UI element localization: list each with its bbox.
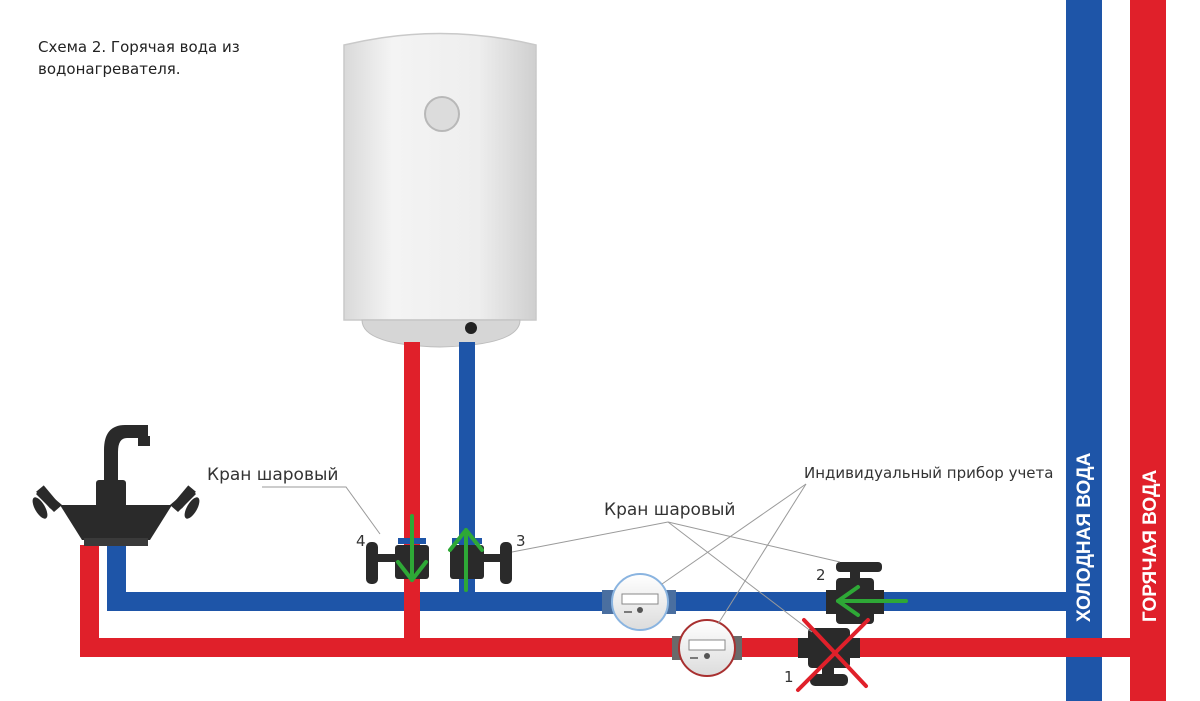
cold-water-label: ХОЛОДНАЯ ВОДА [1074, 452, 1095, 622]
cold-main-line [107, 592, 1084, 611]
cold-water-meter [602, 573, 676, 631]
label-ball-valve-right: Кран шаровый [604, 500, 735, 520]
arrow-up-icon [448, 528, 484, 592]
hot-main-line [80, 638, 1148, 657]
valve-number-2: 2 [816, 566, 826, 584]
valve-number-4: 4 [356, 532, 366, 550]
hot-water-meter [672, 619, 742, 677]
hot-faucet-riser [80, 545, 99, 657]
cold-riser [1066, 0, 1102, 701]
cold-faucet-riser [107, 545, 126, 605]
mixer-faucet-icon [32, 425, 200, 546]
leader-lines [262, 483, 841, 633]
hot-heater-outlet [404, 342, 420, 654]
closed-cross-icon [796, 618, 870, 692]
flow-arrows [396, 514, 908, 617]
valve-number-3: 3 [516, 532, 526, 550]
caption-line-1: Схема 2. Горячая вода из [38, 38, 240, 56]
water-heater [343, 32, 537, 348]
valve-number-1: 1 [784, 668, 794, 686]
diagram-caption: Схема 2. Горячая вода из водонагревателя… [38, 36, 240, 80]
hot-water-label: ГОРЯЧАЯ ВОДА [1140, 470, 1161, 622]
label-meter: Индивидуальный прибор учета [804, 464, 1053, 482]
arrow-left-icon [836, 585, 908, 617]
water-heater-bottom-cap [361, 319, 521, 348]
water-heater-thermometer [424, 96, 460, 132]
hot-riser [1130, 0, 1166, 701]
caption-line-2: водонагревателя. [38, 60, 181, 78]
label-ball-valve-left: Кран шаровый [207, 465, 338, 485]
hot-water-pipes [80, 0, 1166, 701]
arrow-down-icon [396, 514, 428, 582]
water-heater-body [343, 32, 537, 321]
water-heater-indicator [465, 322, 477, 334]
